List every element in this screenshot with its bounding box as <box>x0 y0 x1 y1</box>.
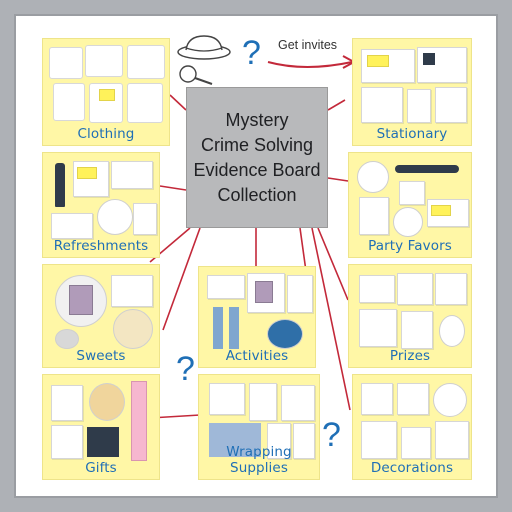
category-label: Activities <box>225 348 289 364</box>
title-line: Collection <box>217 184 297 205</box>
category-tile-decorations[interactable]: Decorations <box>352 374 472 480</box>
wrapping-supplies-products-image <box>205 381 315 459</box>
decorations-products-image <box>359 381 469 459</box>
category-tile-activities[interactable]: Activities <box>198 266 316 368</box>
detective-hat-icon <box>177 35 231 85</box>
question-mark-icon: ? <box>242 34 261 72</box>
category-tile-wrapping-supplies[interactable]: Wrapping Supplies <box>198 374 320 480</box>
question-mark-icon: ? <box>322 416 341 454</box>
category-label: Decorations <box>370 460 454 476</box>
category-label: Prizes <box>389 348 431 364</box>
category-tile-stationary[interactable]: Stationary <box>352 38 472 146</box>
category-label: Sweets <box>76 348 126 364</box>
magnifying-glass-icon <box>179 65 213 85</box>
refreshments-products-image <box>49 159 157 239</box>
clothing-products-image <box>49 45 165 123</box>
category-label: Party Favors <box>368 238 452 254</box>
category-tile-sweets[interactable]: Sweets <box>42 264 160 368</box>
category-tile-clothing[interactable]: Clothing <box>42 38 170 146</box>
activities-products-image <box>205 273 313 349</box>
category-tile-gifts[interactable]: Gifts <box>42 374 160 480</box>
category-tile-refreshments[interactable]: Refreshments <box>42 152 160 258</box>
category-label: Stationary <box>376 126 448 142</box>
title-line: Mystery <box>225 109 289 130</box>
category-tile-prizes[interactable]: Prizes <box>348 264 472 368</box>
category-tile-party-favors[interactable]: Party Favors <box>348 152 472 258</box>
prizes-products-image <box>355 271 467 349</box>
category-label: Refreshments <box>53 238 149 254</box>
collection-title-box: Mystery Crime Solving Evidence Board Col… <box>186 87 328 228</box>
stationary-products-image <box>359 45 467 123</box>
title-line: Crime Solving <box>200 134 314 155</box>
category-label: Clothing <box>77 126 135 142</box>
sweets-products-image <box>49 271 153 349</box>
category-label: Gifts <box>85 460 117 476</box>
title-line: Evidence Board <box>193 159 321 180</box>
party-favors-products-image <box>355 159 469 237</box>
get-invites-callout[interactable]: Get invites <box>278 38 338 52</box>
gifts-products-image <box>49 381 153 461</box>
question-mark-icon: ? <box>176 350 195 388</box>
category-label: Wrapping Supplies <box>226 444 292 476</box>
